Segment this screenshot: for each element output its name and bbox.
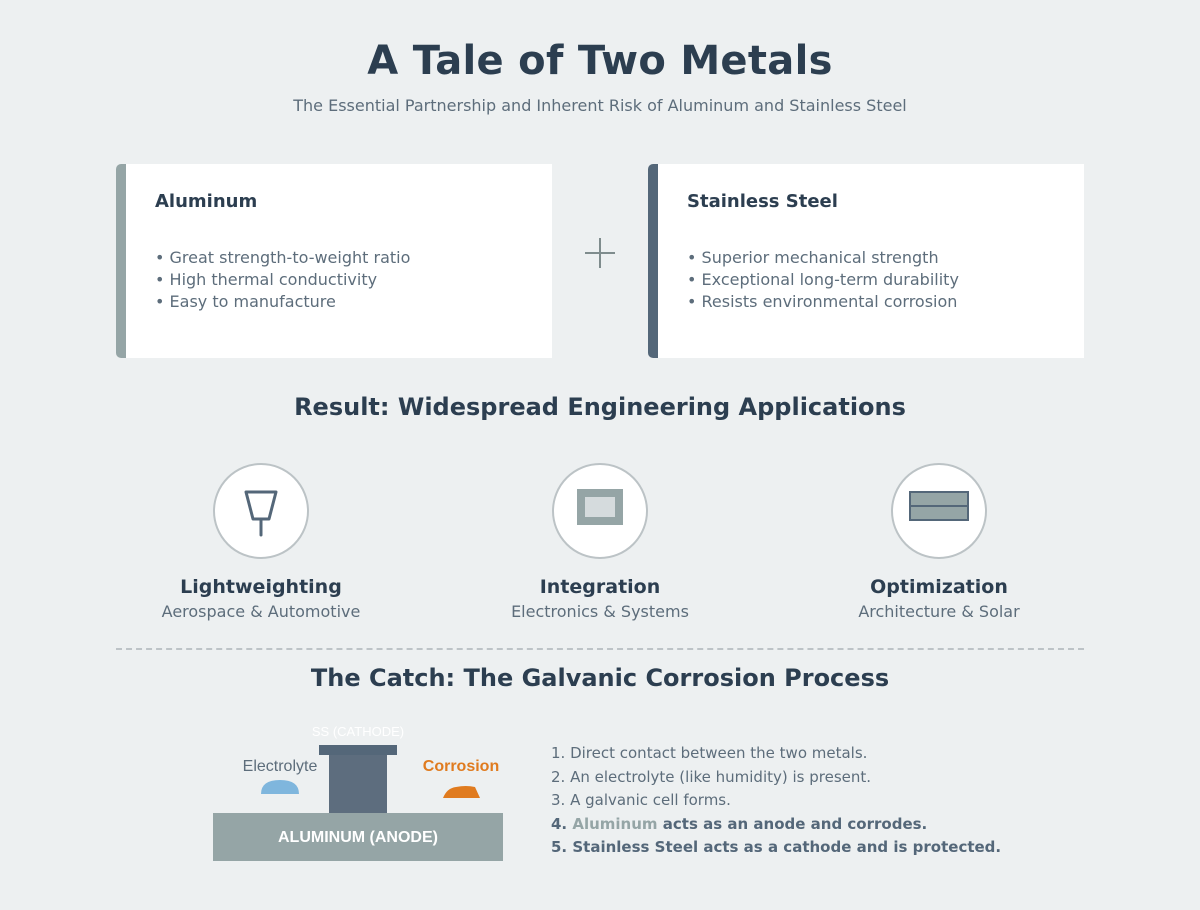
cathode-label: SS (CATHODE) [312,724,404,739]
application-icon-circle [213,463,309,559]
stainless-steel-property: Superior mechanical strength [687,247,959,269]
application-integration: Integration Electronics & Systems [450,463,750,621]
application-description: Aerospace & Automotive [161,602,361,621]
step-prefix: 4. [551,814,573,833]
stainless-steel-cathode-cap [319,745,397,755]
corrosion-step-anode: 4. Aluminum acts as an anode and corrode… [551,813,1001,837]
step-suffix: acts as an anode and corrodes. [657,814,928,833]
corrosion-step: 3. A galvanic cell forms. [551,791,731,809]
aluminum-card-title: Aluminum [155,191,258,212]
aluminum-property: High thermal conductivity [155,269,410,291]
aluminum-property: Easy to manufacture [155,291,410,313]
stainless-steel-property: Resists environmental corrosion [687,291,959,313]
application-name: Lightweighting [180,576,342,598]
stainless-steel-card-title: Stainless Steel [687,191,838,212]
stainless-steel-property: Exceptional long-term durability [687,269,959,291]
application-icon-circle [891,463,987,559]
page-title: A Tale of Two Metals [367,38,833,84]
plus-icon [585,238,615,268]
aluminum-card: Aluminum Great strength-to-weight ratio … [116,164,552,358]
anode-label: ALUMINUM (ANODE) [278,829,438,846]
aluminum-property: Great strength-to-weight ratio [155,247,411,269]
application-lightweighting: Lightweighting Aerospace & Automotive [111,463,411,621]
application-description: Electronics & Systems [511,602,689,621]
corrosion-label: Corrosion [423,758,499,775]
corrosion-deposit [443,786,480,798]
page-subtitle: The Essential Partnership and Inherent R… [293,96,907,115]
corrosion-heading: The Catch: The Galvanic Corrosion Proces… [310,664,890,692]
application-description: Architecture & Solar [858,602,1020,621]
section-divider [116,648,1084,650]
corrosion-steps-list: 1. Direct contact between the two metals… [551,742,1001,860]
aluminum-highlight: Aluminum [572,814,658,833]
stainless-steel-card: Stainless Steel Superior mechanical stre… [648,164,1084,358]
corrosion-step-cathode: 5. Stainless Steel acts as a cathode and… [551,838,1002,856]
application-name: Optimization [870,576,1008,598]
application-optimization: Optimization Architecture & Solar [789,463,1089,621]
galvanic-corrosion-diagram: ALUMINUM (ANODE) SS (CATHODE) Electrolyt… [213,724,503,861]
lightweight-part-icon [244,490,278,537]
application-name: Integration [539,576,661,598]
aluminum-properties-list: Great strength-to-weight ratio High ther… [155,247,411,313]
stainless-steel-cathode-post [329,755,387,813]
electrolyte-droplet [261,780,299,794]
electrolyte-label: Electrolyte [243,758,318,775]
applications-heading: Result: Widespread Engineering Applicati… [294,393,906,421]
electronics-panel-icon [577,489,623,525]
aluminum-anode-block [213,813,503,861]
corrosion-step: 2. An electrolyte (like humidity) is pre… [551,767,872,786]
stainless-steel-properties-list: Superior mechanical strength Exceptional… [687,247,959,313]
corrosion-step: 1. Direct contact between the two metals… [551,744,868,762]
application-icon-circle [552,463,648,559]
solar-panel-icon [909,491,969,521]
